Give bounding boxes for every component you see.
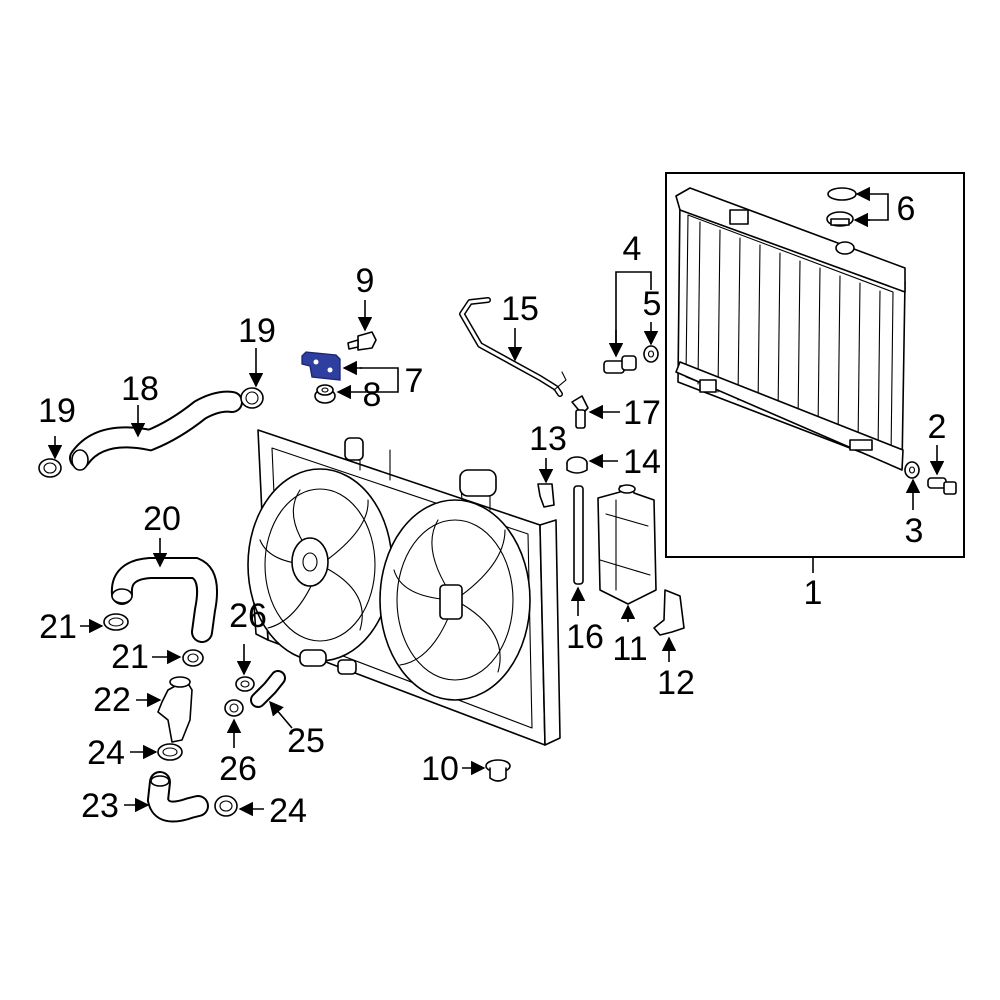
callout-19-left: 19	[38, 392, 76, 430]
part-21-clamp-right	[182, 649, 204, 667]
part-2-sensor	[927, 477, 957, 495]
part-4-sensor	[603, 355, 637, 374]
callout-labels: 1 2 3 4 5 6 7 8 9 10 11 12 13 14 15 16 1…	[38, 190, 946, 830]
part-24-clamp-upper	[157, 743, 183, 761]
callout-9: 9	[356, 262, 375, 300]
part-21-clamp-left	[103, 613, 129, 631]
callout-26-lower: 26	[219, 750, 257, 788]
right-fan	[379, 499, 531, 701]
callout-6: 6	[897, 190, 916, 228]
callout-15: 15	[501, 290, 539, 328]
callout-17: 17	[623, 394, 661, 432]
part-26-clamp-lower	[224, 699, 244, 717]
part-23-hose	[146, 771, 209, 823]
part-6-caps	[826, 187, 857, 227]
callout-10: 10	[421, 750, 459, 788]
callout-25: 25	[287, 722, 325, 760]
part-11-reservoir	[597, 484, 657, 605]
callout-23: 23	[81, 787, 119, 825]
radiator-drawing	[675, 187, 906, 471]
fan-shroud-assembly	[247, 429, 561, 746]
callout-4: 4	[623, 230, 642, 268]
left-fan	[247, 468, 393, 662]
callout-13: 13	[529, 420, 567, 458]
callout-8: 8	[363, 376, 382, 414]
callout-24-lower: 24	[269, 792, 307, 830]
part-19-clamp-right	[240, 387, 264, 409]
part-17-connector	[571, 395, 589, 429]
callout-21-right: 21	[111, 638, 149, 676]
part-8-grommet	[314, 384, 336, 404]
part-3-washer	[904, 461, 920, 479]
callout-2: 2	[928, 408, 947, 446]
callout-21-left: 21	[39, 608, 77, 646]
part-15-overflow-tube	[459, 297, 567, 397]
part-25-hose	[250, 670, 286, 708]
part-9-bolt	[347, 331, 377, 351]
part-24-clamp-lower	[214, 795, 238, 817]
callout-19-right: 19	[238, 312, 276, 350]
callout-22: 22	[93, 681, 131, 719]
callout-1: 1	[804, 574, 823, 612]
callout-12: 12	[657, 664, 695, 702]
callout-7: 7	[405, 362, 424, 400]
part-12-bracket	[653, 589, 685, 636]
callout-14: 14	[623, 443, 661, 481]
part-16-hose	[573, 485, 584, 585]
callout-16: 16	[566, 618, 604, 656]
callout-26-upper: 26	[229, 597, 267, 635]
inset-frame	[665, 172, 965, 558]
part-14-cap	[566, 456, 588, 474]
callout-5: 5	[643, 285, 662, 323]
part-20-lower-hose	[110, 557, 218, 643]
part-18-upper-hose	[69, 390, 243, 471]
part-10-grommet	[485, 759, 511, 782]
leader-lines	[47, 186, 945, 817]
part-5-washer	[643, 345, 659, 363]
callout-11: 11	[612, 630, 647, 668]
part-19-clamp-left	[38, 458, 62, 478]
part-22-pipe	[157, 676, 193, 743]
callout-3: 3	[905, 512, 924, 550]
callout-18: 18	[121, 370, 159, 408]
part-26-clamp-upper	[235, 676, 255, 692]
callout-24-upper: 24	[87, 734, 125, 772]
part-7-bracket	[301, 351, 341, 381]
callout-20: 20	[143, 500, 181, 538]
radiator-inset	[665, 172, 965, 558]
part-13-clip	[537, 483, 555, 508]
